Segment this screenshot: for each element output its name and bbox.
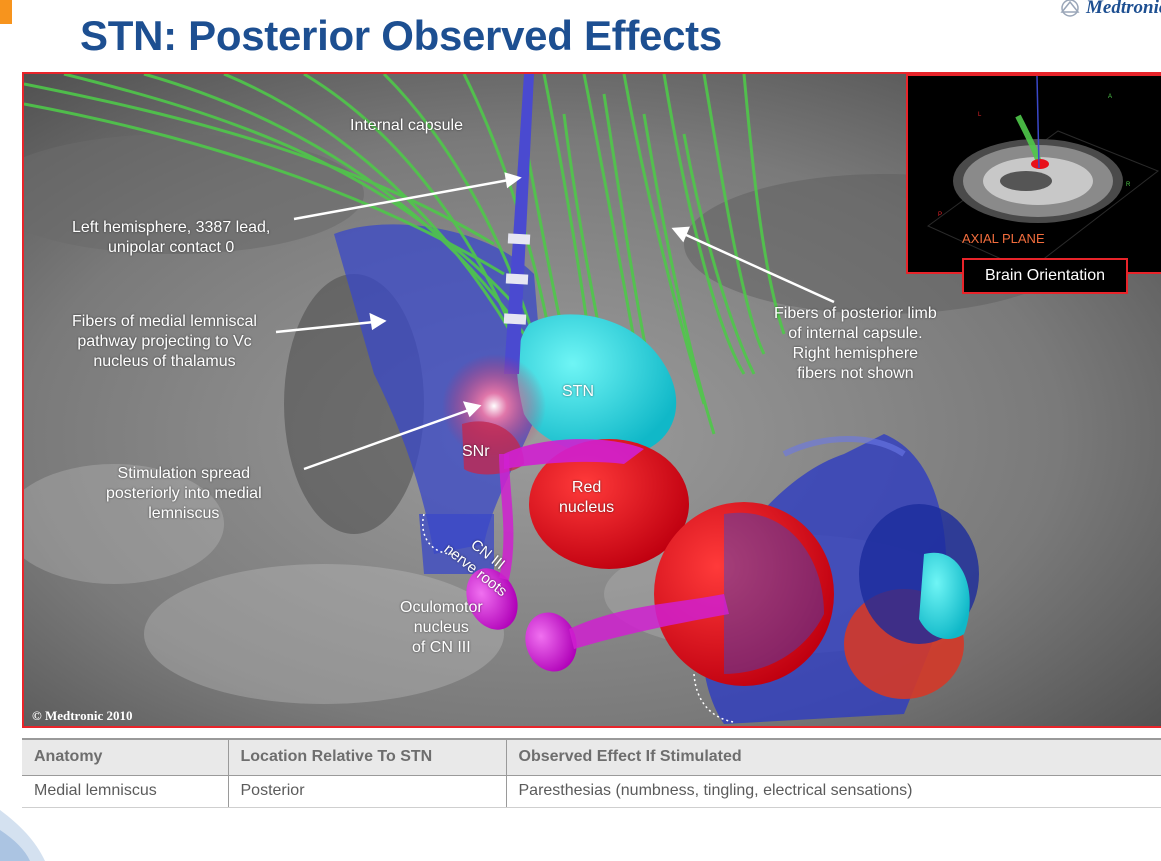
medtronic-logo: Medtronic bbox=[1058, 0, 1161, 20]
svg-text:R: R bbox=[1126, 182, 1131, 188]
label-left-hemisphere: Left hemisphere, 3387 lead, unipolar con… bbox=[72, 219, 271, 256]
label-snr: SNr bbox=[462, 443, 490, 460]
header-location: Location Relative To STN bbox=[227, 738, 506, 776]
svg-text:A: A bbox=[1108, 94, 1112, 100]
logo-text: Medtronic bbox=[1086, 0, 1161, 18]
svg-text:L: L bbox=[978, 112, 982, 118]
label-stimulation-spread: Stimulation spread posteriorly into medi… bbox=[106, 465, 262, 522]
stn-structure bbox=[517, 314, 677, 456]
copyright: © Medtronic 2010 bbox=[32, 708, 133, 723]
cn3-nerve-roots bbox=[499, 453, 514, 581]
dbs-lead bbox=[503, 74, 534, 374]
axial-brain-thumbnail: L A R P bbox=[927, 75, 1160, 272]
cell-effect: Paresthesias (numbness, tingling, electr… bbox=[505, 775, 1161, 808]
oculomotor-nucleus-right bbox=[525, 612, 577, 672]
label-internal-capsule: Internal capsule bbox=[350, 117, 463, 134]
header-effect: Observed Effect If Stimulated bbox=[505, 738, 1161, 776]
header-anatomy: Anatomy bbox=[22, 738, 228, 776]
title-bold: STN: bbox=[80, 12, 177, 59]
cn3-fibers-right bbox=[569, 594, 729, 649]
orientation-inset: L A R P AXIAL PLANE bbox=[906, 74, 1161, 274]
label-medial-lemniscal: Fibers of medial lemniscal pathway proje… bbox=[72, 313, 257, 370]
table-row: Medial lemniscus Posterior Paresthesias … bbox=[22, 775, 1161, 808]
annotation-arrows bbox=[275, 172, 835, 471]
brain-orientation-box: Brain Orientation bbox=[962, 258, 1128, 294]
label-stn: STN bbox=[562, 383, 594, 400]
effects-table: Anatomy Location Relative To STN Observe… bbox=[22, 738, 1161, 808]
svg-text:P: P bbox=[938, 212, 942, 218]
oculomotor-nucleus-left bbox=[466, 568, 518, 630]
axial-plane-label: AXIAL PLANE bbox=[962, 231, 1045, 246]
red-nucleus bbox=[529, 439, 689, 569]
cell-location: Posterior bbox=[227, 775, 506, 808]
right-red-nucleus bbox=[654, 502, 834, 686]
label-red-nucleus: Red nucleus bbox=[559, 479, 615, 516]
title-rest: Posterior Observed Effects bbox=[176, 12, 722, 59]
orange-accent-tab bbox=[0, 0, 12, 24]
brain-orientation-label: Brain Orientation bbox=[984, 267, 1106, 284]
table-header-row: Anatomy Location Relative To STN Observe… bbox=[22, 738, 1161, 776]
label-oculomotor: Oculomotor nucleus of CN III bbox=[400, 599, 483, 656]
right-stn-structure bbox=[919, 552, 970, 639]
corner-decoration bbox=[0, 810, 45, 861]
cell-anatomy: Medial lemniscus bbox=[22, 775, 228, 808]
page-title: STN: Posterior Observed Effects bbox=[80, 12, 722, 60]
label-posterior-limb: Fibers of posterior limb of internal cap… bbox=[774, 305, 937, 382]
medtronic-logo-icon bbox=[1060, 0, 1080, 17]
